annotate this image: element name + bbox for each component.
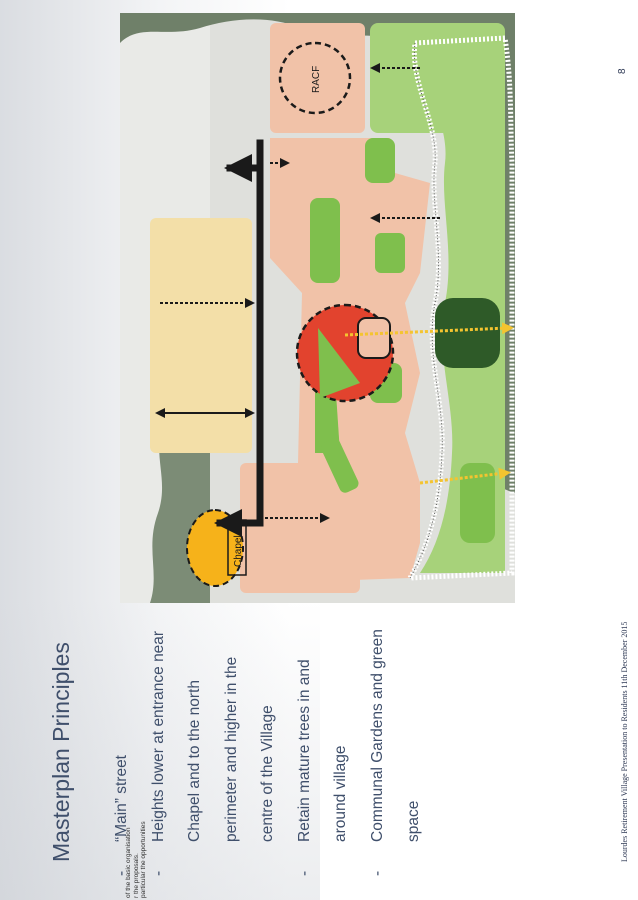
page-number: 8	[617, 68, 628, 74]
chapel-zone	[240, 463, 360, 593]
chapel-label: Chapel	[233, 535, 244, 567]
bullet-dash: -	[295, 870, 313, 876]
view-arrow	[344, 322, 514, 337]
courtyard-green-d	[375, 233, 405, 273]
racf-label: RACF	[311, 66, 322, 93]
caption-line: of the basic organisation	[125, 827, 132, 898]
green-space-east	[370, 23, 505, 133]
garden-green-f	[460, 463, 495, 543]
low-rise-zone	[150, 218, 252, 453]
courtyard-green-c	[310, 198, 340, 283]
masterplan-svg: RACF Chapel	[120, 13, 515, 603]
perimeter-path-outline	[409, 42, 443, 579]
caption-line: particular the opportunities	[140, 821, 148, 898]
central-dark-garden	[435, 298, 500, 368]
garden-green-g	[365, 138, 395, 183]
bullet-text: Retain mature trees in and around villag…	[295, 659, 350, 842]
caption-line: r the proposals.	[132, 853, 140, 898]
bullet-text: Communal Gardens and green space	[368, 629, 423, 842]
plan-caption: of the basic organisation r the proposal…	[125, 793, 148, 898]
bullet-dash: -	[368, 870, 386, 876]
slide-footer: Lourdes Retirement Village Presentation …	[620, 621, 629, 862]
centre-green-wedge	[318, 328, 360, 398]
masterplan-diagram: RACF Chapel	[120, 13, 515, 603]
racf-circle	[278, 41, 352, 115]
bullet-text: Heights lower at entrance near Chapel an…	[149, 630, 277, 842]
centre-building	[357, 317, 391, 359]
slide-title: Masterplan Principles	[48, 642, 74, 862]
courtyard-green-b	[321, 438, 359, 493]
view-arrow	[419, 467, 511, 485]
